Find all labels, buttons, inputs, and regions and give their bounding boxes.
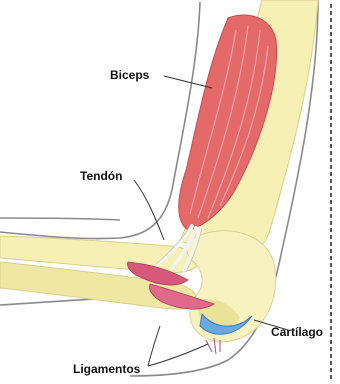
label-tendon: Tendón <box>80 169 122 183</box>
label-biceps: Biceps <box>110 68 150 82</box>
label-ligaments: Ligamentos <box>73 362 141 376</box>
label-cartilage: Cartílago <box>271 325 323 339</box>
